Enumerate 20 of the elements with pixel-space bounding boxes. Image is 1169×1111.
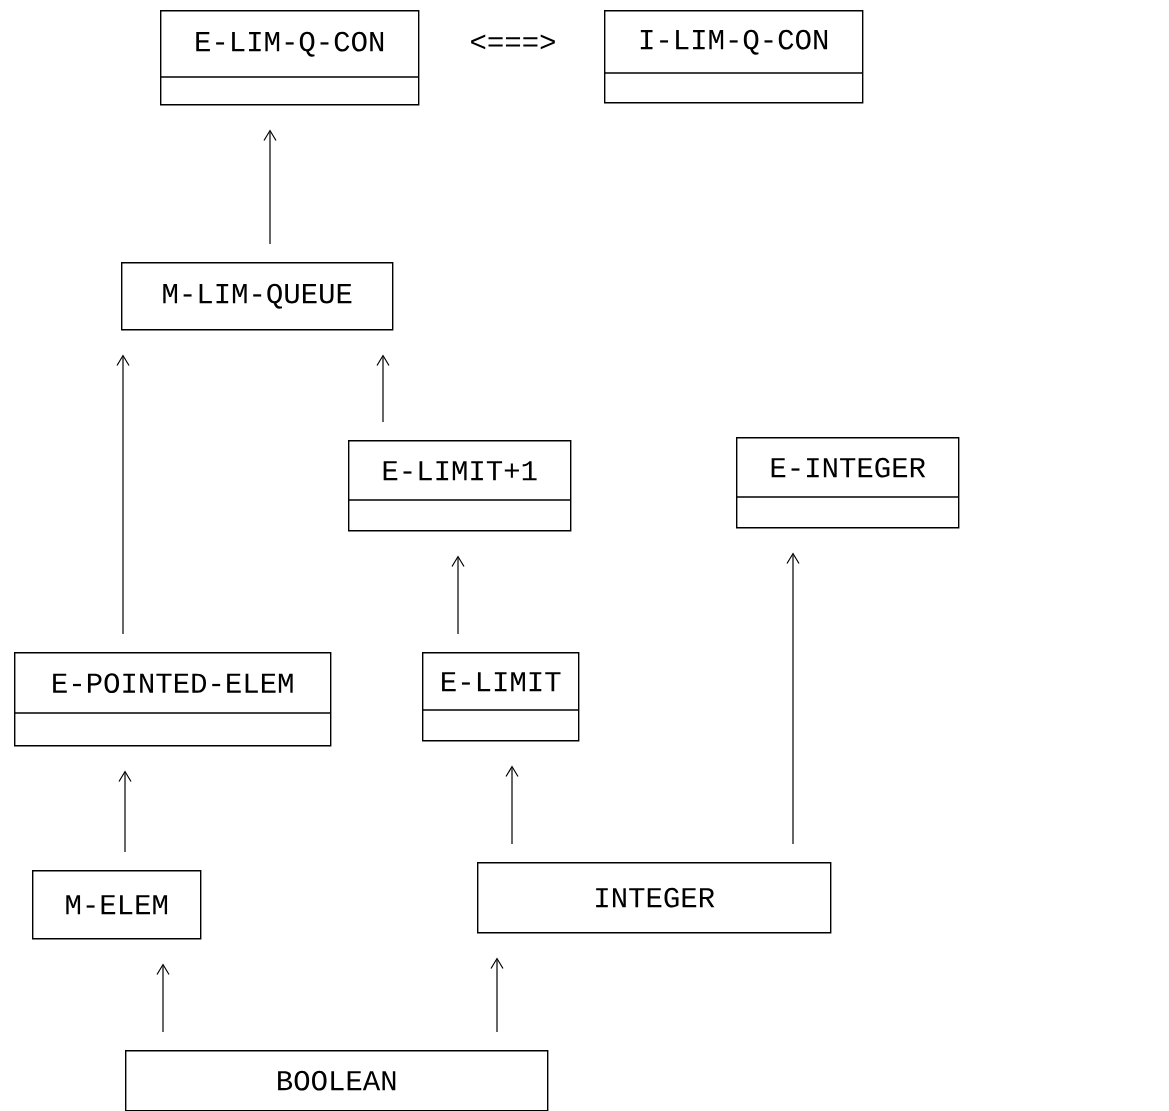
- arrow: [505, 765, 519, 845]
- class-box: E-INTEGER: [735, 437, 960, 529]
- arrow: [118, 770, 132, 853]
- class-box: E-LIM-Q-CON: [159, 10, 420, 106]
- equivalence-sign: <===>: [471, 34, 555, 50]
- class-box: E-POINTED-ELEM: [13, 652, 332, 747]
- class-box: INTEGER: [477, 862, 832, 934]
- arrow: [451, 555, 465, 635]
- class-box: BOOLEAN: [125, 1050, 549, 1111]
- arrow: [263, 129, 277, 245]
- arrow: [376, 354, 390, 423]
- class-box: E-LIMIT+1: [347, 440, 572, 532]
- class-box: E-LIMIT: [421, 652, 580, 742]
- class-box: M-LIM-QUEUE: [121, 262, 394, 331]
- arrow: [116, 354, 130, 635]
- class-box: M-ELEM: [32, 870, 202, 940]
- arrow: [490, 957, 504, 1033]
- arrow: [786, 552, 800, 845]
- class-box: I-LIM-Q-CON: [603, 10, 864, 104]
- arrow: [156, 963, 170, 1033]
